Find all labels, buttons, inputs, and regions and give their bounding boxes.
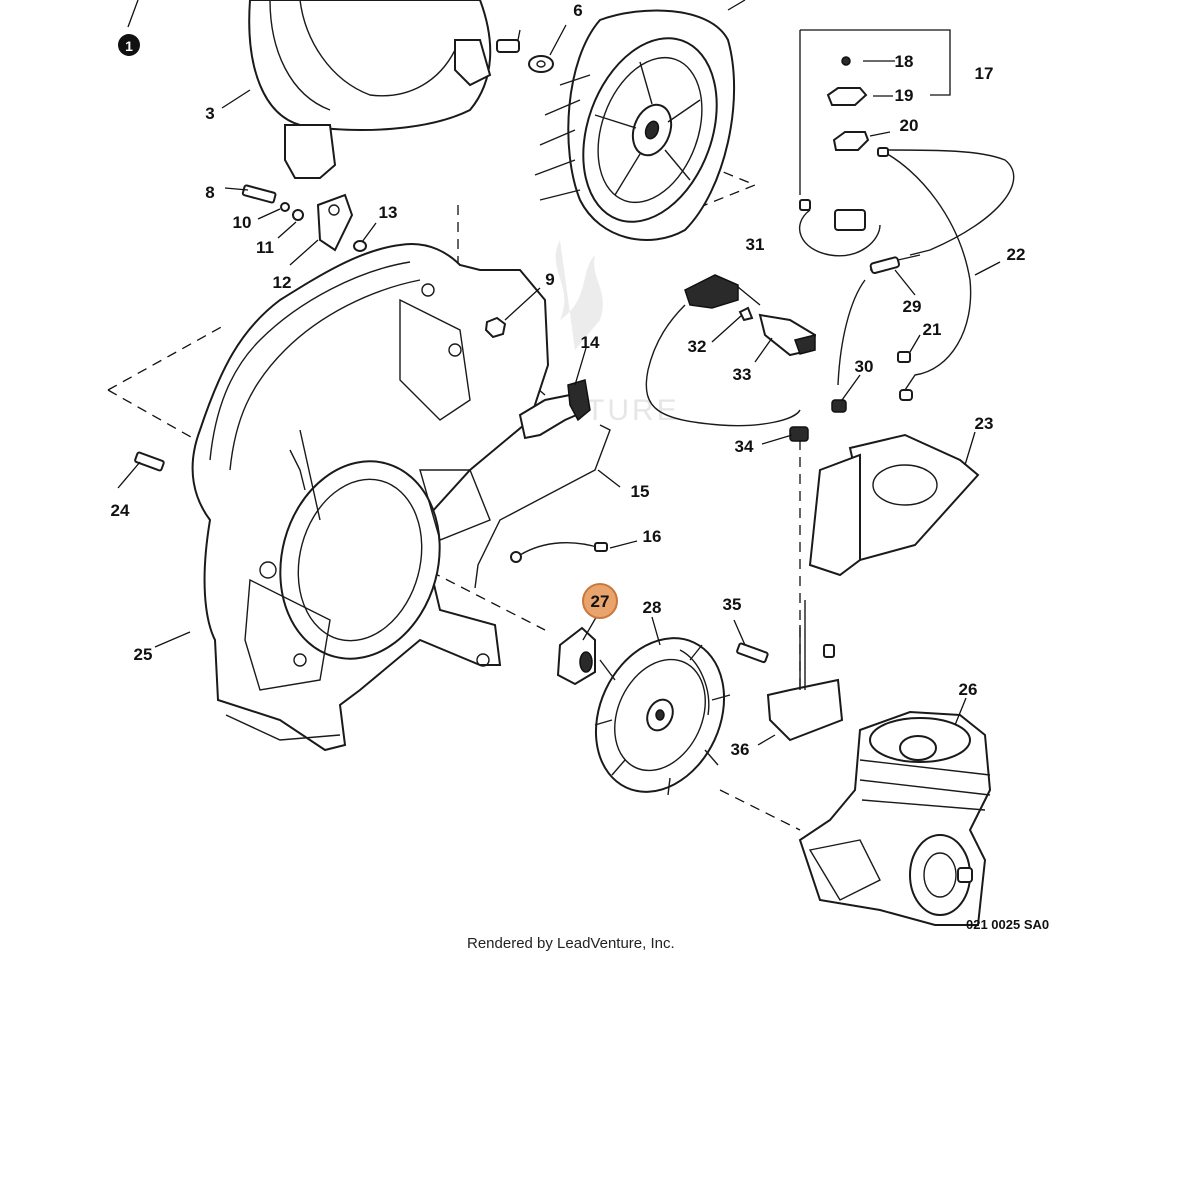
throttle-rod-part	[474, 424, 611, 589]
part-label-18: 18	[895, 52, 914, 71]
part-label-11: 11	[256, 238, 274, 257]
part-label-25: 25	[134, 645, 153, 664]
part-label-24: 24	[111, 501, 130, 520]
part-label-32: 32	[688, 337, 707, 356]
mount-hardware-parts	[241, 184, 367, 252]
fan-housing-part	[248, 0, 492, 179]
part-labels: 3689101112131415161718192021222324252628…	[111, 1, 1026, 759]
part-label-30: 30	[855, 357, 874, 376]
credit-text: Rendered by LeadVenture, Inc.	[467, 935, 675, 952]
ignition-module-part	[766, 600, 844, 742]
callout-badge: 1	[118, 34, 140, 56]
part-label-15: 15	[631, 482, 650, 501]
part-label-23: 23	[975, 414, 994, 433]
part-label-33: 33	[733, 365, 752, 384]
part-label-6: 6	[573, 1, 582, 20]
screw-24-part	[134, 451, 165, 472]
kit-box	[799, 29, 951, 195]
connector-part	[837, 254, 921, 386]
part-label-31: 31	[746, 235, 765, 254]
part-label-19: 19	[895, 86, 914, 105]
heat-shield-part	[808, 433, 980, 577]
part-label-14: 14	[581, 333, 600, 352]
screw-21-part	[897, 351, 913, 401]
switch-wire-part	[799, 147, 1015, 391]
part-label-35: 35	[723, 595, 742, 614]
callout-badge-text: 1	[125, 38, 133, 54]
grommet-part	[831, 399, 847, 413]
hotspot-part-27-label[interactable]: 27	[591, 592, 610, 611]
trigger-part	[518, 379, 591, 440]
impeller-part	[534, 9, 736, 241]
main-housing-part	[191, 243, 550, 752]
part-label-29: 29	[903, 297, 922, 316]
short-cable-part	[510, 541, 608, 563]
screw-35-part	[736, 642, 769, 664]
part-label-21: 21	[923, 320, 942, 339]
spark-plug-boot-part	[645, 274, 817, 427]
part-label-9: 9	[545, 270, 554, 289]
part-label-34: 34	[735, 437, 754, 456]
part-label-12: 12	[273, 273, 292, 292]
part-label-36: 36	[731, 740, 750, 759]
part-label-3: 3	[205, 104, 214, 123]
watermark-flame-icon	[555, 240, 603, 350]
hotspot-part-27[interactable]: 27	[582, 583, 618, 619]
sleeve-part	[556, 626, 596, 686]
grommet-34-part	[789, 426, 809, 442]
part-label-10: 10	[233, 213, 252, 232]
part-label-28: 28	[643, 598, 662, 617]
nut-part	[484, 316, 507, 339]
part-label-20: 20	[900, 116, 919, 135]
part-label-26: 26	[959, 680, 978, 699]
flywheel-part	[594, 637, 731, 796]
hotspot-part-27-circle[interactable]	[582, 583, 618, 619]
part-label-13: 13	[379, 203, 398, 222]
part-label-17: 17	[975, 64, 994, 83]
drawing-code: 021 0025 SA0	[966, 917, 1049, 932]
engine-cylinder-part	[798, 710, 992, 926]
screw-washer-part	[496, 39, 554, 73]
leader-lines	[117, 0, 1001, 746]
part-label-8: 8	[205, 183, 214, 202]
part-label-16: 16	[643, 527, 662, 546]
part-label-22: 22	[1007, 245, 1026, 264]
